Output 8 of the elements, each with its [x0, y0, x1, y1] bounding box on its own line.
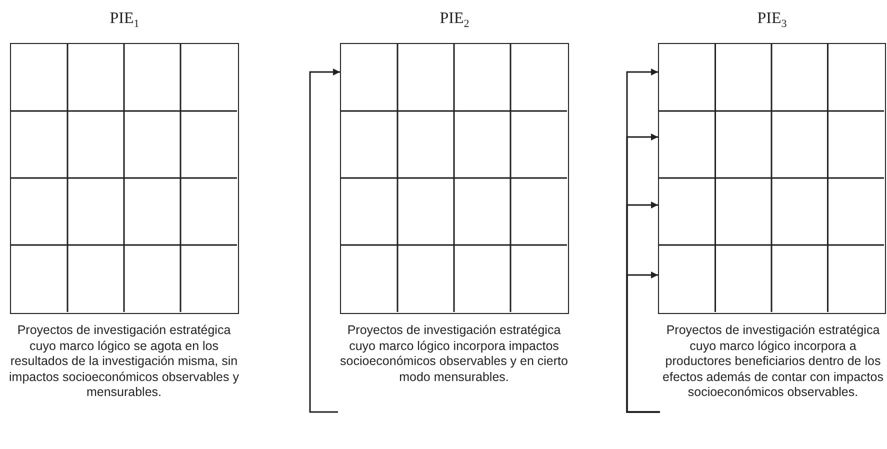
grid-title: PIE$_{1}$ — [108, 10, 140, 30]
grid-title: PIE$_{2}$ — [438, 10, 470, 30]
description-text: Proyectos de investigación estratégica cuyo marco lógico se agota en los resultados de la investigación misma, sin impactos socioeconómicos observables y mensurables. — [8, 323, 240, 400]
description-text: Proyectos de investigación estratégica cuyo marco lógico incorpora a productores beneficiarios dentro de los efectos además de contar con impactos socioeconómicos observables. — [662, 323, 884, 400]
arrow — [309, 68, 340, 413]
arrow — [626, 272, 660, 413]
description-text: Proyectos de investigación estratégica cuyo marco lógico incorpora impactos socioeconómicos observables y en cierto modo mensurables. — [339, 323, 569, 385]
grid-title: PIE$_{3}$ — [756, 10, 788, 30]
